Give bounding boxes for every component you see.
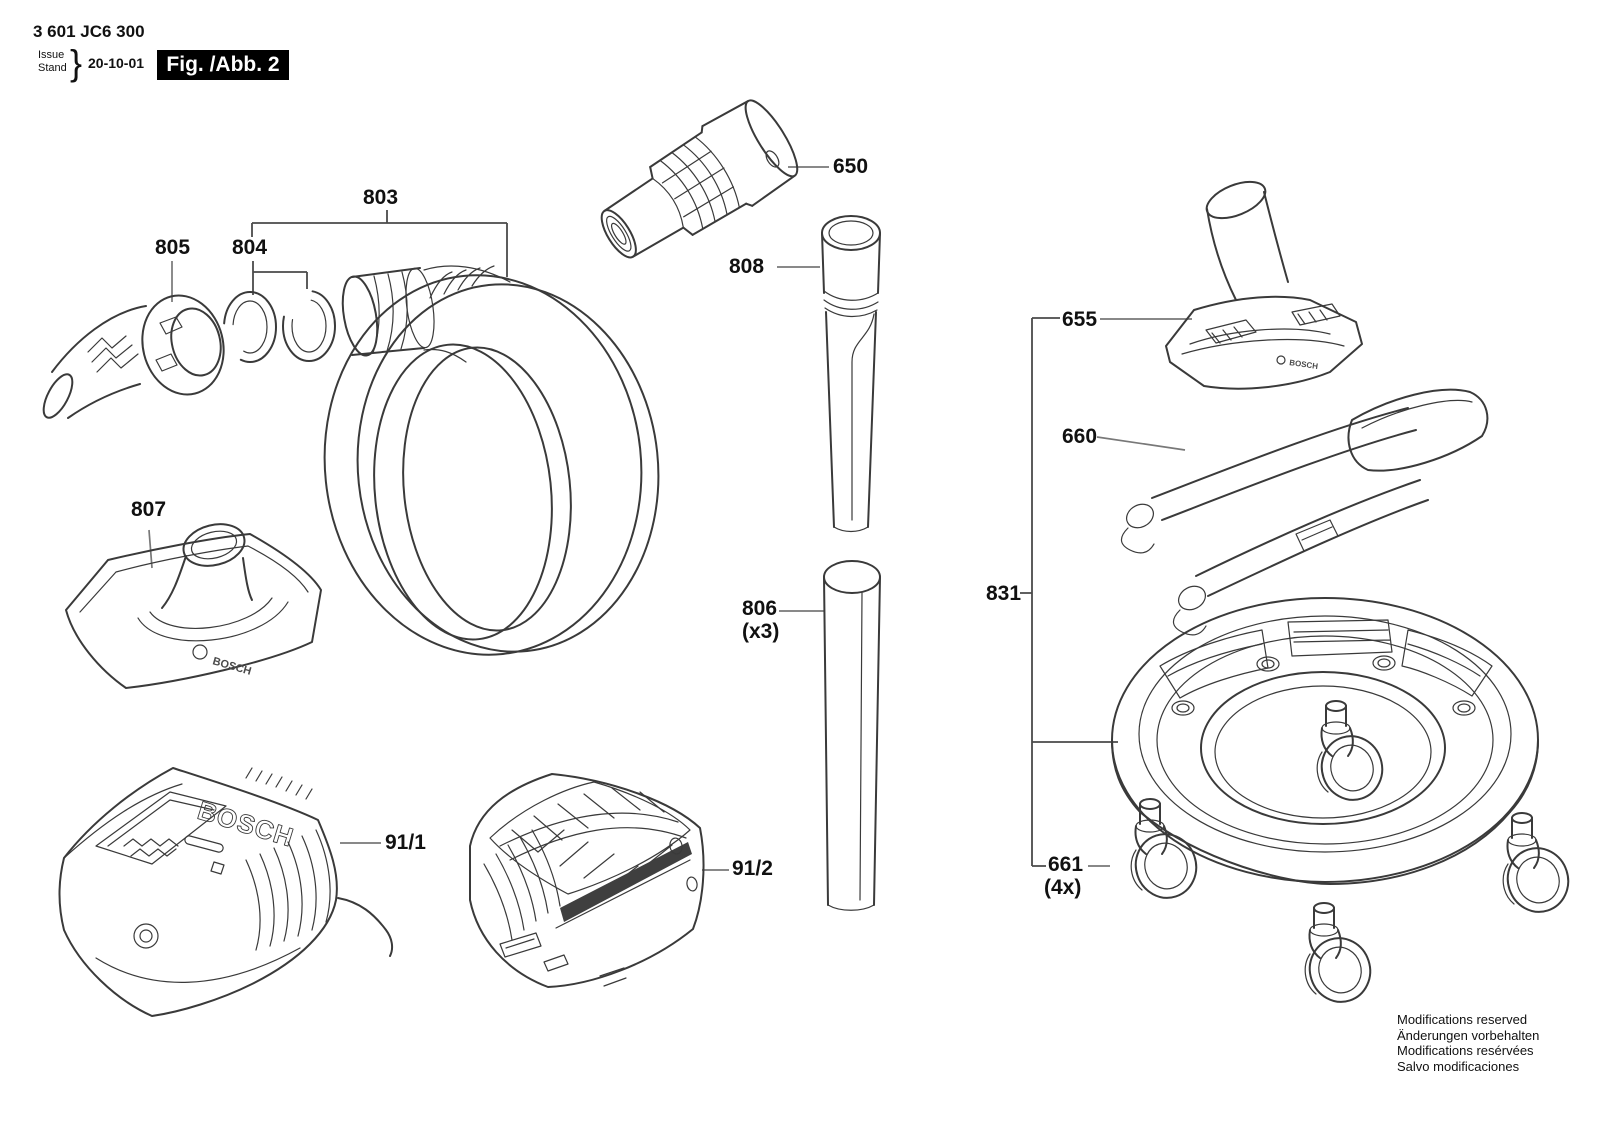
charger-91-1-drawing: BOSCH [58, 767, 394, 1017]
part-label-806: 806 [742, 597, 778, 620]
caster-wheel-drawing [1502, 812, 1570, 913]
part-label-803: 803 [363, 186, 399, 209]
part-label-808: 808 [729, 255, 765, 278]
bosch-logo-nozzle-655: BOSCH [1289, 358, 1319, 371]
caster-wheel-drawing [1316, 700, 1384, 801]
part-qty-806: (x3) [742, 620, 780, 643]
part-label-661: 661 [1048, 853, 1084, 876]
document-part-number: 3 601 JC6 300 [33, 22, 145, 41]
caster-wheel-drawing [1130, 798, 1198, 899]
part-label-807: 807 [131, 498, 167, 521]
part-label-804: 804 [232, 236, 268, 259]
issue-label: Issue [38, 49, 65, 61]
suction-tube-806-drawing [823, 560, 881, 911]
battery-91-2-drawing [469, 773, 705, 988]
bosch-logo-charger: BOSCH [194, 795, 297, 853]
issue-date: 20-10-01 [88, 55, 145, 71]
shoulder-strap-660-drawing [1120, 388, 1489, 636]
figure-label: Fig. /Abb. 2 [166, 53, 280, 76]
part-label-660: 660 [1062, 425, 1098, 448]
notice-line-en: Modifications reserved [1397, 1012, 1528, 1027]
part-label-650: 650 [833, 155, 869, 178]
part-label-91-2: 91/2 [732, 857, 773, 880]
stand-label: Stand [38, 62, 67, 74]
part-label-655: 655 [1062, 308, 1098, 331]
handle-805-drawing [42, 294, 225, 419]
bosch-logo-nozzle-807: BOSCH [211, 655, 253, 678]
brush-nozzle-655-drawing: BOSCH [1165, 180, 1363, 390]
hose-803-drawing [323, 265, 660, 656]
modifications-notice: Modifications reserved Änderungen vorbeh… [1397, 1012, 1539, 1074]
callout-lines [148, 166, 1192, 871]
part-qty-661: (4x) [1044, 876, 1082, 899]
adapter-650-drawing [600, 99, 799, 259]
issue-stand-brace: } [70, 42, 83, 83]
notice-line-de: Änderungen vorbehalten [1397, 1027, 1540, 1043]
part-label-805: 805 [155, 236, 191, 259]
extension-tube-808-drawing [821, 215, 881, 533]
caster-base-drawing [1111, 597, 1539, 885]
part-label-831: 831 [986, 582, 1022, 605]
issue-stand-label: Issue Stand [38, 49, 67, 75]
clamp-rings-804-drawing [223, 290, 336, 363]
caster-wheel-drawing [1304, 902, 1372, 1003]
floor-nozzle-807-drawing: BOSCH [65, 523, 322, 689]
figure-badge: Fig. /Abb. 2 [157, 50, 289, 80]
part-label-91-1: 91/1 [385, 831, 426, 854]
notice-line-fr: Modifications resérvées [1397, 1043, 1534, 1058]
notice-line-es: Salvo modificaciones [1397, 1058, 1520, 1074]
